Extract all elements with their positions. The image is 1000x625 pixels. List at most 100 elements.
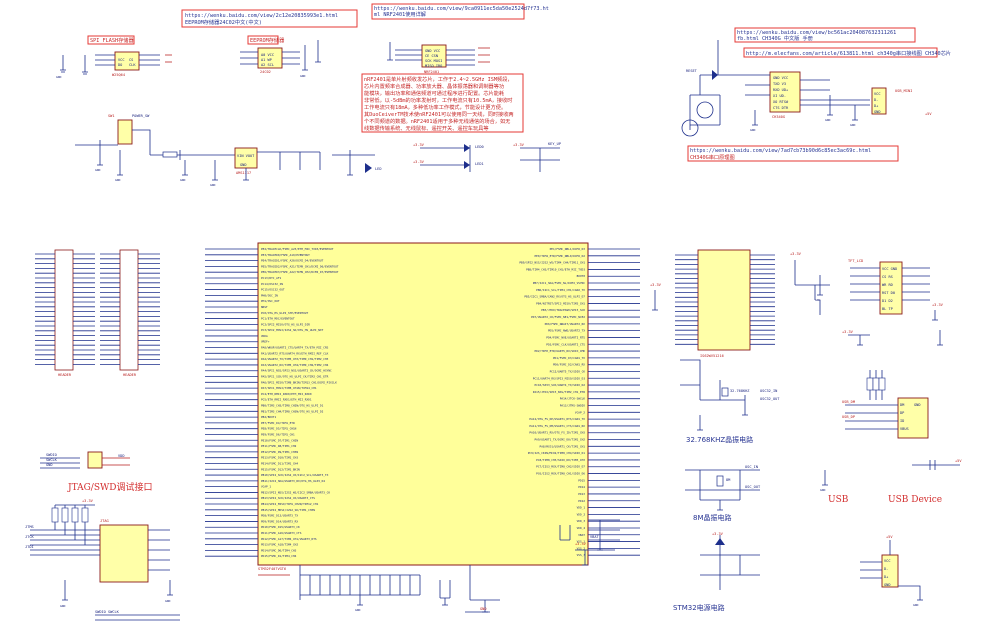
mcu-pin-label: PE6/TRACED3/FSMC_A22/TIM9_CH2/DCMI_D7/EV… (261, 270, 339, 274)
svg-text:其DuoCeiverTM技术使nRF2401可以使用同一天线: 其DuoCeiverTM技术使nRF2401可以使用同一天线，同时接收两 (364, 110, 514, 118)
svg-text:XI UD-: XI UD- (773, 94, 786, 98)
mcu-pin-label: PB0/TIM3_CH3/TIM8_CH2N/OTG_HS_ULPI_D1 (261, 404, 324, 408)
mcu-pin-label: PB7/I2C1_SDA/FSMC_NL/DCMI_VSYNC (533, 281, 586, 285)
mcu-pin-label: PA7/SPI1_MOSI/TIM8_CH1N/TIM14_CH1 (261, 386, 317, 390)
svg-text:+3.3V: +3.3V (712, 532, 724, 536)
svg-text:IS62WV51216: IS62WV51216 (700, 354, 724, 358)
svg-text:+3.3V: +3.3V (413, 143, 425, 147)
svg-text:LED0: LED0 (475, 145, 484, 149)
svg-text:GND: GND (300, 74, 306, 78)
svg-text:CE CSN: CE CSN (425, 54, 438, 58)
svg-text:工作电流只有18mA，多种低功率工作模式，节能设计更方便。: 工作电流只有18mA，多种低功率工作模式，节能设计更方便。 (364, 103, 506, 111)
ch340-circuit: GND VCC TXD V3 RXD UD+ XI UD- XO RTS# CT… (681, 40, 932, 137)
svg-text:D+: D+ (884, 575, 889, 579)
svg-text:OSC_OUT: OSC_OUT (745, 485, 761, 489)
svg-text:+3.3V: +3.3V (575, 542, 587, 546)
mcu-pin-label: VSS_2 (577, 546, 586, 550)
stm32-power-circuit: +3.3V STM32电源电路 (673, 532, 760, 612)
mcu-pin-label: PC4/ETH_RMII_RXD0/ETH_MII_RXD0 (261, 392, 312, 396)
svg-text:GND VCC: GND VCC (425, 49, 440, 53)
spi-flash-block: SPI FLASH存储器 VCC DO CS CLK W25Q64 GND (56, 35, 172, 79)
svg-text:nRF2401是单片射频收发芯片，工作于2.4~2.5GHz: nRF2401是单片射频收发芯片，工作于2.4~2.5GHz ISM频段， (364, 75, 513, 83)
mcu-pin-label: PD3/FSMC_CLK/USART2_CTS (546, 342, 585, 346)
lcd-header: VCC GND CS RS WR RD RST D0 D1 D2 BL TP +… (848, 259, 944, 321)
svg-text:https://wenku.baidu.com/view/9: https://wenku.baidu.com/view/9ca0911ec5d… (374, 6, 549, 12)
svg-text:D-: D- (884, 567, 888, 571)
svg-text:+3.3V: +3.3V (842, 330, 854, 334)
mcu-pin-label: PC12/UART5_TX/SDIO_CK (550, 369, 586, 373)
mcu-pin-label: PB2/BOOT1 (261, 415, 276, 419)
mcu-pin-label: PB8/TIM4_CH3/TIM10_CH1/ETH_MII_TXD3 (526, 267, 585, 271)
svg-text:VBAT: VBAT (590, 535, 599, 539)
svg-text:https://wenku.baidu.com/view/b: https://wenku.baidu.com/view/bc561ac2040… (737, 30, 896, 36)
mcu-pin-label: PE9/FSMC_D6/TIM1_CH1 (261, 432, 295, 436)
svg-text:DP: DP (900, 411, 904, 415)
svg-text:+3.3V: +3.3V (650, 283, 662, 287)
mcu-pin-label: PB13/SPI2_SCK/I2S2_CK/USART3_CTS (261, 496, 315, 500)
flash-note: https://wenku.baidu.com/view/2c12e208359… (181, 9, 358, 28)
svg-text:JTMS: JTMS (25, 525, 34, 529)
mcu-pin-label: PC5/ETH_RMII_RXD1/ETH_MII_RXD1 (261, 398, 312, 402)
svg-text:CH340G串口原理图: CH340G串口原理图 (690, 154, 735, 161)
svg-text:8M晶振电路: 8M晶振电路 (693, 513, 732, 522)
svg-text:https://wenku.baidu.com/view/7: https://wenku.baidu.com/view/7ad7cb73b90… (690, 148, 871, 154)
mcu-pin-label: PD15/FSMC_D1/TIM4_CH4 (261, 554, 297, 558)
svg-text:TFT_LCD: TFT_LCD (848, 259, 863, 263)
mcu-pin-label: VSS_1 (577, 540, 586, 544)
svg-text:GND: GND (95, 168, 101, 172)
svg-text:24C02: 24C02 (260, 70, 271, 74)
mcu-pin-label: PA8/MCO1/USART1_CK/TIM1_CH1 (540, 444, 586, 448)
mcu-pin-label: PD0/FSMC_D2/CAN1_RX (553, 363, 585, 367)
svg-text:线数据传输系统、无线鼠标、遥控开关、遥控车玩具等: 线数据传输系统、无线鼠标、遥控开关、遥控车玩具等 (364, 124, 489, 132)
svg-text:MISO IRQ: MISO IRQ (425, 64, 442, 68)
ch340-notes: https://wenku.baidu.com/view/bc561ac2040… (687, 27, 951, 162)
svg-text:XO RTS#: XO RTS# (773, 100, 789, 104)
svg-text:https://wenku.baidu.com/view/2: https://wenku.baidu.com/view/2c12e208359… (185, 13, 338, 19)
mcu-pin-label: PA5/SPI1_SCK/OTG_HS_ULPI_CK/TIM2_CH1_ETR (261, 375, 329, 379)
mcu-pin-label: PA6/SPI1_MISO/TIM8_BKIN/TIM13_CH1/DCMI_P… (261, 380, 337, 384)
mcu-right-pins: PE1/FSMC_NBL1/DCMI_D3PE0/TIM4_ETR/FSMC_N… (519, 247, 640, 557)
usb-device-circuit: DM DP ID VBUS GND USB_DM USB_DP +5V VCC … (842, 370, 962, 607)
jtag-block: JTAG/SWD调试接口 SWDIO SWCLK GND VDD JTAG +3… (25, 451, 180, 621)
svg-text:RESET: RESET (686, 69, 698, 73)
svg-text:USB_DM: USB_DM (842, 400, 856, 404)
mcu-pin-label: PD7/USART2_CK/FSMC_NE1/FSMC_NCE2 (531, 315, 585, 319)
mcu-pin-label: PD15 (578, 478, 585, 482)
svg-text:ID: ID (900, 419, 904, 423)
svg-text:GND: GND (815, 298, 821, 302)
mcu-pin-label: VSS_3 (577, 553, 586, 557)
mcu-pin-label: NRST (261, 305, 268, 309)
mcu-pin-label: PD9/FSMC_D14/USART3_RX (261, 519, 298, 523)
mcu-pin-label: PE2/TRACECLK/FSMC_A23/ETH_MII_TXD3/EVENT… (261, 247, 334, 251)
mcu-pin-label: PC3/SPI2_MOSI/I2S2_SD/OTG_HS_ULPI_NXT (261, 328, 324, 332)
mcu-pin-label: PA15/JTDI/SPI3_NSS/TIM2_CH1_ETR (533, 390, 586, 394)
mcu-pin-label: PD8/FSMC_D13/USART3_TX (261, 514, 298, 518)
sram-block: IS62WV51216 +3.3V GND +3.3V (675, 249, 870, 358)
svg-text:CS RS: CS RS (882, 275, 893, 279)
svg-text:LED1: LED1 (475, 162, 484, 166)
svg-text:DO: DO (118, 63, 122, 67)
mcu-pin-label: PC2/SPI2_MISO/OTG_HS_ULPI_DIR (261, 322, 310, 326)
mcu-power-decoupling: +3.3V VBAT (559, 519, 620, 566)
nrf-description: nRF2401是单片射频收发芯片，工作于2.4~2.5GHz ISM频段， 芯片… (361, 73, 524, 133)
svg-text:GND: GND (480, 607, 487, 611)
svg-text:GND: GND (750, 128, 756, 132)
mcu-pin-label: PA14/JTCK-SWCLK (560, 397, 586, 401)
svg-text:GND: GND (240, 163, 247, 167)
mcu-pin-label: PD13 (578, 492, 585, 496)
svg-text:A2 SCL: A2 SCL (261, 63, 274, 67)
mcu-pin-label: VDD_4 (577, 526, 586, 530)
svg-text:EEPROM存储器24C02中文(中文): EEPROM存储器24C02中文(中文) (185, 18, 262, 26)
mcu-pin-label: PD13/FSMC_A18/TIM4_CH2 (261, 543, 298, 547)
svg-text:个不同频道的数据。nRF2401适用于多种无线通信的场合，如: 个不同频道的数据。nRF2401适用于多种无线通信的场合，如无 (364, 117, 510, 125)
mcu-pin-label: PE1/FSMC_NBL1/DCMI_D3 (550, 247, 586, 251)
mcu-pin-label: PC10/SPI3_SCK/UART4_TX/SDIO_D2 (534, 383, 585, 387)
svg-text:CH340G: CH340G (772, 115, 785, 119)
svg-text:GND: GND (874, 110, 881, 114)
svg-text:GND: GND (820, 488, 826, 492)
mcu-pin-label: PC13/RTC_AF1 (261, 276, 282, 280)
mcu-pin-label: PE10/FSMC_D7/TIM1_CH2N (261, 438, 298, 442)
crystal-32k: 32.768KHZ OSC32_IN OSC32_OUT 32.768KHZ晶振… (680, 359, 780, 444)
svg-text:GND: GND (825, 118, 831, 122)
